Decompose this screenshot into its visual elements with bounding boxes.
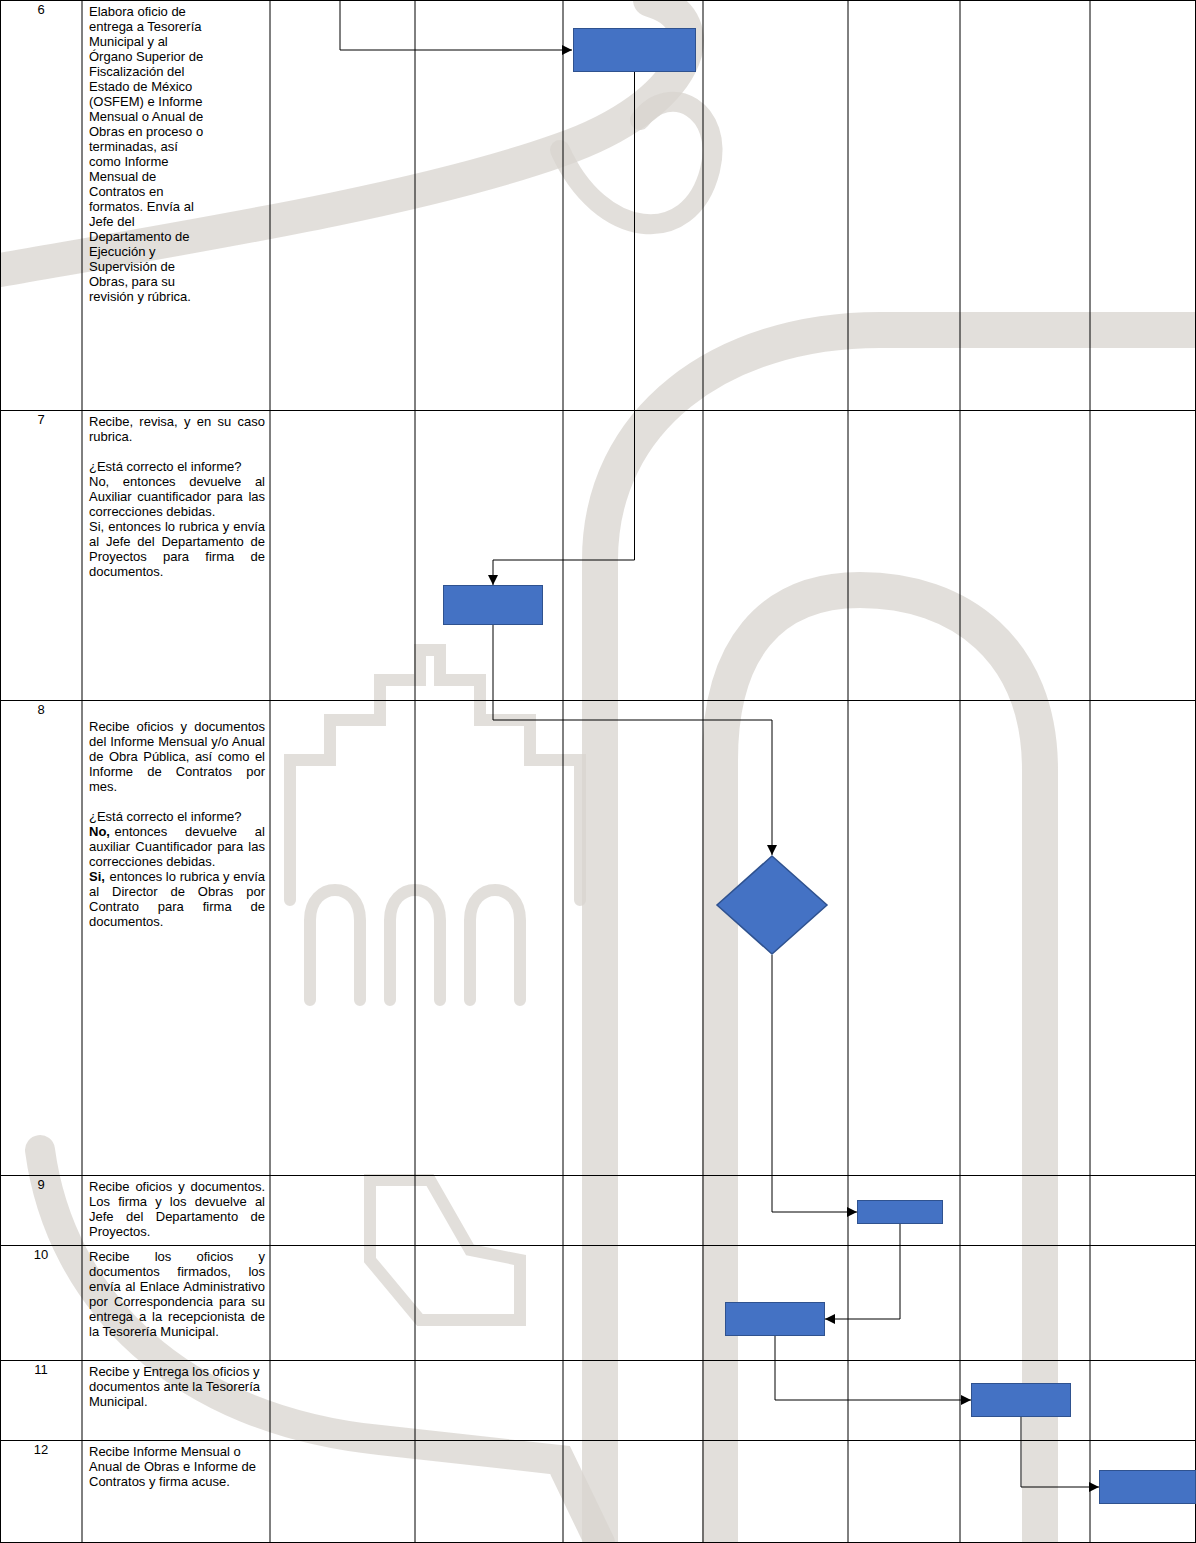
paragraph: Elabora oficio de entrega a Tesorería Mu… [89, 4, 213, 304]
step-description: Recibe los oficios y documentos firmados… [89, 1249, 265, 1339]
table-rule [1195, 0, 1196, 1543]
flow-connector [772, 955, 857, 1212]
step-number-cell: 6 [0, 0, 82, 410]
incoming-flow-line [340, 0, 572, 50]
answer-keyword: Si, [89, 869, 105, 884]
step-number-cell: 8 [0, 700, 82, 1175]
table-rule [563, 0, 564, 1543]
paragraph: Si,entonces lo rubrica y envía al Direct… [89, 869, 265, 929]
watermark-curl [560, 102, 713, 224]
step-number: 10 [34, 1247, 48, 1262]
table-rule [960, 0, 961, 1543]
flow-connector [825, 1224, 900, 1319]
table-rule [82, 0, 83, 1543]
step-description: Recibe, revisa, y en su caso rubrica. [89, 414, 265, 444]
flow-connector [1021, 1417, 1099, 1487]
table-rule [848, 0, 849, 1543]
paragraph: ¿Está correcto el informe? [89, 809, 265, 824]
step-number-cell: 12 [0, 1440, 82, 1543]
diamond-shape [717, 856, 827, 954]
table-rule [270, 0, 271, 1543]
table-rule [0, 1245, 1196, 1246]
step-description: Si, entonces lo rubrica y envía al Jefe … [89, 519, 265, 579]
step-number: 11 [34, 1362, 48, 1377]
paragraph: No, entonces devuelve al Auxiliar cuanti… [89, 474, 265, 519]
paragraph: Recibe oficios y documentos del Informe … [89, 719, 265, 794]
paragraph: Recibe los oficios y documentos firmados… [89, 1249, 265, 1339]
step-description: Elabora oficio de entrega a Tesorería Mu… [89, 4, 203, 304]
step-description: entonces lo rubrica y envía al Director … [89, 869, 265, 929]
step-number: 8 [37, 702, 44, 717]
step-number-cell: 10 [0, 1245, 82, 1360]
table-rule [703, 0, 704, 1543]
paragraph: Recibe y Entrega los oficios y documento… [89, 1364, 265, 1409]
step-description-cell: Recibe Informe Mensual o Anual de Obras … [83, 1441, 271, 1491]
step-number-cell: 9 [0, 1175, 82, 1245]
paragraph: No,entonces devuelve al auxiliar Cuantif… [89, 824, 265, 869]
step-number: 9 [37, 1177, 44, 1192]
process-box [857, 1200, 943, 1224]
table-rule [1090, 0, 1091, 1543]
answer-keyword: No, [89, 824, 110, 839]
paragraph: ¿Está correcto el informe? [89, 459, 265, 474]
table-rule [0, 1360, 1196, 1361]
process-box [971, 1383, 1071, 1417]
paragraph: Recibe oficios y documentos. Los firma y… [89, 1179, 265, 1239]
paragraph: Recibe, revisa, y en su caso rubrica. [89, 414, 265, 444]
step-description: entonces devuelve al auxiliar Cuantifica… [89, 824, 265, 869]
step-description-cell: Recibe oficios y documentos. Los firma y… [83, 1176, 271, 1241]
step-description-cell: Recibe los oficios y documentos firmados… [83, 1246, 271, 1341]
process-box [1099, 1470, 1196, 1504]
step-description: No, entonces devuelve al Auxiliar cuanti… [89, 474, 265, 519]
step-description: Recibe y Entrega los oficios y documento… [89, 1364, 260, 1409]
table-rule [0, 700, 1196, 701]
table-rule [0, 0, 1196, 1]
flow-connector [493, 72, 635, 585]
step-description: Recibe oficios y documentos. Los firma y… [89, 1179, 265, 1239]
step-description: Recibe Informe Mensual o Anual de Obras … [89, 1444, 256, 1489]
step-number: 6 [37, 2, 44, 17]
step-description: ¿Está correcto el informe? [89, 809, 241, 824]
step-description-cell: Recibe y Entrega los oficios y documento… [83, 1361, 271, 1411]
table-rule [415, 0, 416, 1543]
diamond-outline [716, 855, 828, 955]
paragraph: Si, entonces lo rubrica y envía al Jefe … [89, 519, 265, 579]
process-box [725, 1302, 825, 1336]
step-description-cell: Recibe oficios y documentos del Informe … [83, 701, 271, 931]
table-rule [0, 1542, 1196, 1543]
decision-diamond [716, 855, 828, 955]
step-description-cell: Elabora oficio de entrega a Tesorería Mu… [83, 1, 219, 306]
table-rule [0, 1175, 1196, 1176]
watermark-arch [600, 330, 1196, 1543]
process-box [443, 585, 543, 625]
table-rule [0, 410, 1196, 411]
process-box [573, 28, 696, 72]
flow-connector [493, 625, 772, 855]
step-number: 12 [34, 1442, 48, 1457]
table-rule [0, 0, 1, 1543]
step-description: ¿Está correcto el informe? [89, 459, 241, 474]
watermark-curve [40, 1150, 600, 1543]
step-number: 7 [37, 412, 44, 427]
paragraph: Recibe Informe Mensual o Anual de Obras … [89, 1444, 265, 1489]
step-number-cell: 11 [0, 1360, 82, 1440]
watermark-building [290, 650, 580, 900]
watermark-shoe [370, 1180, 520, 1320]
step-description-cell: Recibe, revisa, y en su caso rubrica. ¿Es… [83, 411, 271, 581]
step-number-cell: 7 [0, 410, 82, 700]
flow-connector [775, 1336, 971, 1400]
table-rule [0, 1440, 1196, 1441]
step-description: Recibe oficios y documentos del Informe … [89, 719, 265, 794]
